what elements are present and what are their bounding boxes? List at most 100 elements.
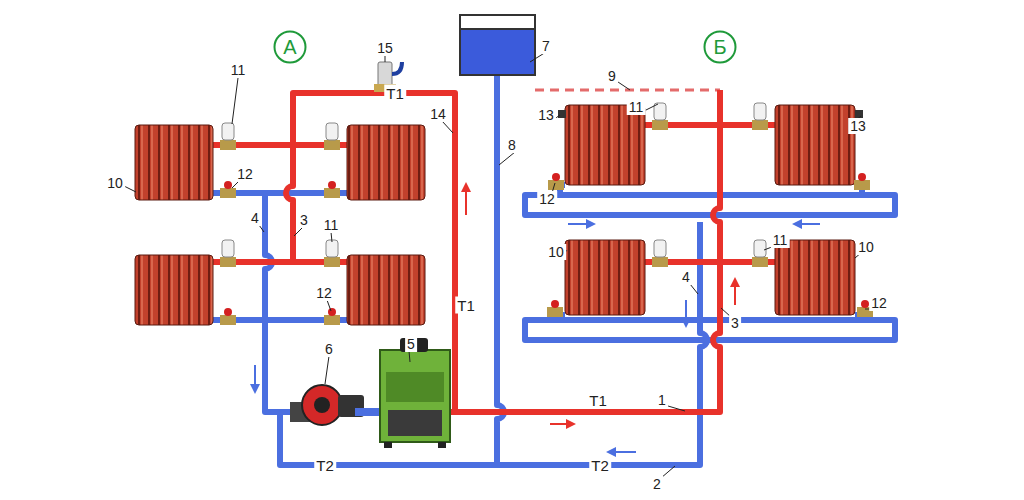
ball-valves (220, 173, 873, 325)
thermostatic-valves-part-part (652, 257, 668, 267)
ball-valves-part (854, 173, 870, 190)
flow-arrows (250, 182, 820, 457)
leader-lines-part (499, 152, 515, 165)
radiators-part (347, 255, 425, 325)
ball-valves-part-part (328, 181, 336, 189)
thermostatic-valves-part-part (324, 257, 340, 267)
leader-lines-part (294, 227, 303, 236)
flow-arrows-part (606, 447, 616, 457)
radiators-part (565, 105, 645, 185)
leader-lines-part (259, 225, 264, 232)
callout-number: 1 (656, 392, 668, 408)
pipe-label: T2 (589, 457, 611, 474)
thermostatic-valves-part-part (752, 120, 768, 130)
radiators-part (775, 105, 855, 185)
callout-number: 2 (651, 476, 663, 492)
radiators-part (775, 240, 855, 315)
return-pipes (212, 75, 895, 465)
zone-circle-ring (705, 32, 736, 63)
thermostatic-valves-part-part (326, 123, 338, 140)
callout-number: 10 (856, 239, 876, 255)
callout-number: 10 (546, 244, 566, 260)
callout-number: 14 (428, 106, 448, 122)
overflow-pipe (535, 89, 720, 92)
thermostatic-valves-part-part (324, 140, 340, 150)
ball-valves-part-part (861, 300, 869, 308)
thermostatic-valves-part (324, 123, 340, 150)
return-pipes-part (525, 320, 895, 340)
callout-number: 7 (540, 38, 552, 54)
boiler-part (438, 442, 446, 448)
radiators-part (347, 125, 425, 200)
ball-valves-part (324, 308, 340, 325)
zone-circle-ring (275, 32, 306, 63)
ball-valves-part-part (328, 308, 336, 316)
pump-part (355, 408, 380, 416)
thermostatic-valves-part-part (326, 240, 338, 257)
ball-valves-part (220, 308, 236, 325)
thermostatic-valves-part-part (654, 240, 666, 257)
ball-valves-part-part (324, 315, 340, 325)
boiler-part (386, 372, 444, 402)
boiler-part (384, 442, 392, 448)
ball-valves-part (548, 173, 564, 190)
tank-rim (460, 15, 535, 29)
thermostatic-valves-part-part (222, 240, 234, 257)
leader-lines-part (668, 406, 685, 411)
callout-number: 4 (680, 269, 692, 285)
ball-valves-part-part (220, 188, 236, 198)
callout-number: 15 (375, 40, 395, 56)
thermostatic-valves-part (752, 103, 768, 130)
callout-number: 13 (848, 118, 868, 134)
flow-arrows-part (461, 182, 471, 192)
air-vents (558, 110, 863, 118)
leader-lines-part (232, 78, 238, 124)
flow-arrows-part (730, 277, 740, 287)
callout-number: 12 (235, 166, 255, 182)
ball-valves-part-part (224, 181, 232, 189)
callout-number: 3 (298, 212, 310, 228)
ball-valves-part (324, 181, 340, 198)
leader-lines-part (124, 186, 136, 192)
ball-valves-part-part (547, 307, 563, 317)
thermostatic-valves-part-part (754, 240, 766, 257)
ball-valves-part-part (548, 180, 564, 190)
leader-lines-part (442, 121, 453, 133)
callout-number: 11 (229, 62, 248, 78)
leader-lines-part (325, 356, 329, 384)
flow-arrows-part (566, 419, 576, 429)
boiler-part (380, 350, 450, 442)
radiators-part (135, 125, 213, 200)
ball-valves-part (547, 300, 563, 317)
zone-letter: Б (713, 37, 726, 57)
callout-number: 4 (249, 210, 261, 226)
return-pipes-part (497, 75, 504, 465)
pump-part (314, 397, 330, 413)
callout-number: 13 (536, 107, 556, 123)
pipe-label: T1 (384, 85, 406, 102)
thermostatic-valves-part-part (652, 120, 668, 130)
callout-number: 6 (323, 341, 335, 357)
pump (290, 385, 380, 425)
pipe-label: T1 (587, 392, 609, 409)
return-pipes-part (280, 222, 707, 465)
ball-valves-part-part (858, 173, 866, 181)
thermostatic-valves-part (220, 123, 236, 150)
zone-letter: А (283, 37, 296, 57)
air-vents-part (558, 110, 566, 118)
flow-arrows-part (465, 188, 467, 215)
flow-arrows-part (250, 384, 260, 394)
radiators-part (565, 240, 645, 315)
pipe-label: T1 (455, 297, 477, 314)
radiators (135, 105, 855, 325)
pipe-label: T2 (314, 457, 336, 474)
supply-pipes (212, 90, 775, 412)
callout-number: 3 (729, 315, 741, 331)
ball-valves-part-part (551, 300, 559, 308)
thermostatic-valves-part (752, 240, 768, 267)
air-vents-part (855, 110, 863, 118)
boiler (380, 338, 450, 448)
ball-valves-part-part (552, 173, 560, 181)
leader-lines-part (327, 300, 331, 311)
ball-valves-part-part (854, 180, 870, 190)
